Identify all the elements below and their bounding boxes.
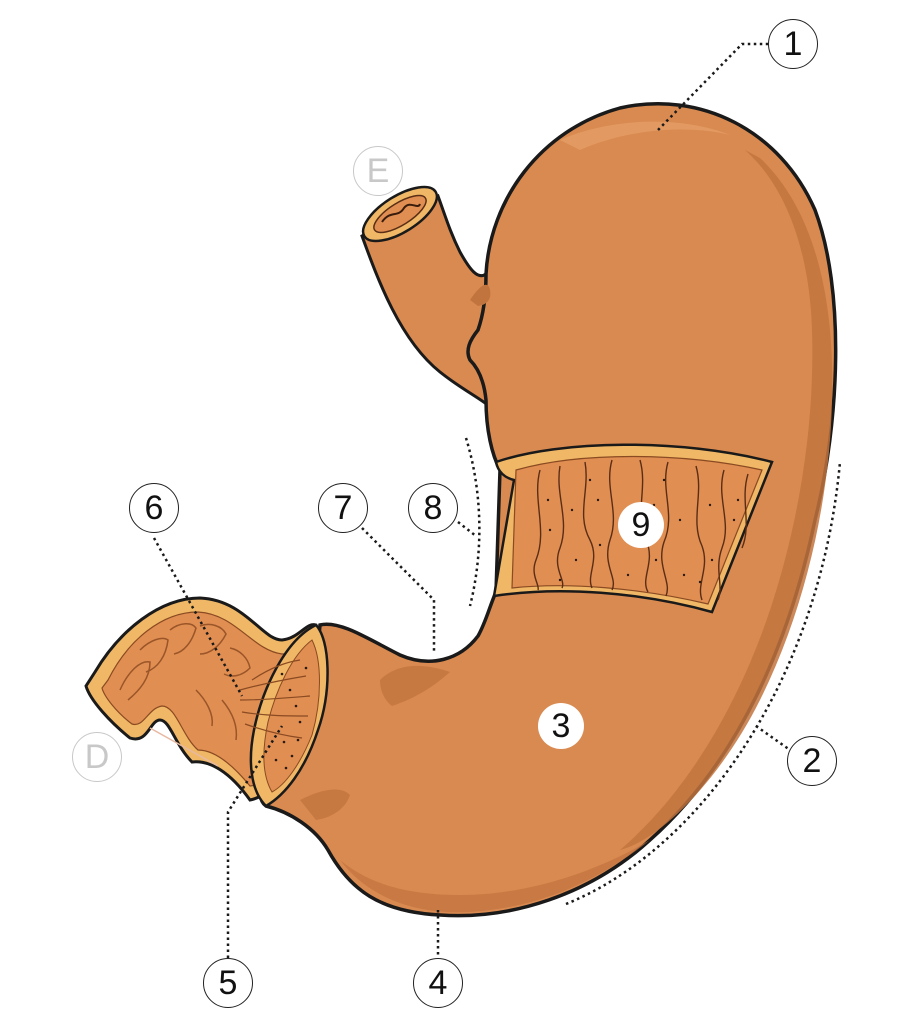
neck-shadow [470, 284, 491, 306]
label-duodenum: D [72, 732, 122, 782]
leader-fundus [657, 42, 768, 131]
pylorus-dots [274, 666, 308, 770]
duodenum-ghost-line [149, 727, 219, 767]
label-antrum: 4 [413, 958, 463, 1008]
antrum-shadow [380, 665, 450, 706]
pylorus-folds [239, 659, 311, 739]
label-lesser-curvature: 8 [408, 483, 458, 533]
leader-pyloric-canal [226, 725, 284, 958]
label-pyloric-sphincter: 6 [129, 483, 179, 533]
pylorus-shadow [300, 789, 350, 820]
stomach-top-highlight [560, 121, 730, 150]
stomach-bottom-shadow [340, 840, 650, 913]
label-fundus: 1 [768, 19, 818, 69]
label-esophagus: E [353, 146, 403, 196]
pylorus-cut [239, 623, 329, 808]
leader-angular-incisure [361, 527, 436, 654]
label-pyloric-canal: 5 [203, 958, 253, 1008]
esophagus-folds [381, 203, 421, 223]
label-greater-curvature: 2 [787, 736, 837, 786]
duodenum-folds [119, 623, 251, 741]
leader-greater-curvature-tail [755, 724, 791, 752]
leader-lesser-curvature [457, 521, 477, 537]
leader-pyloric-sphincter [152, 537, 244, 697]
label-body: 3 [538, 703, 584, 749]
leader-greater-curvature [565, 461, 842, 906]
esophagus-opening [361, 185, 439, 243]
label-angular-incisure: 7 [318, 483, 368, 533]
leader-lesser-curvature-arc [464, 437, 481, 607]
label-rugae: 9 [618, 502, 664, 548]
leader-lines [152, 42, 842, 958]
